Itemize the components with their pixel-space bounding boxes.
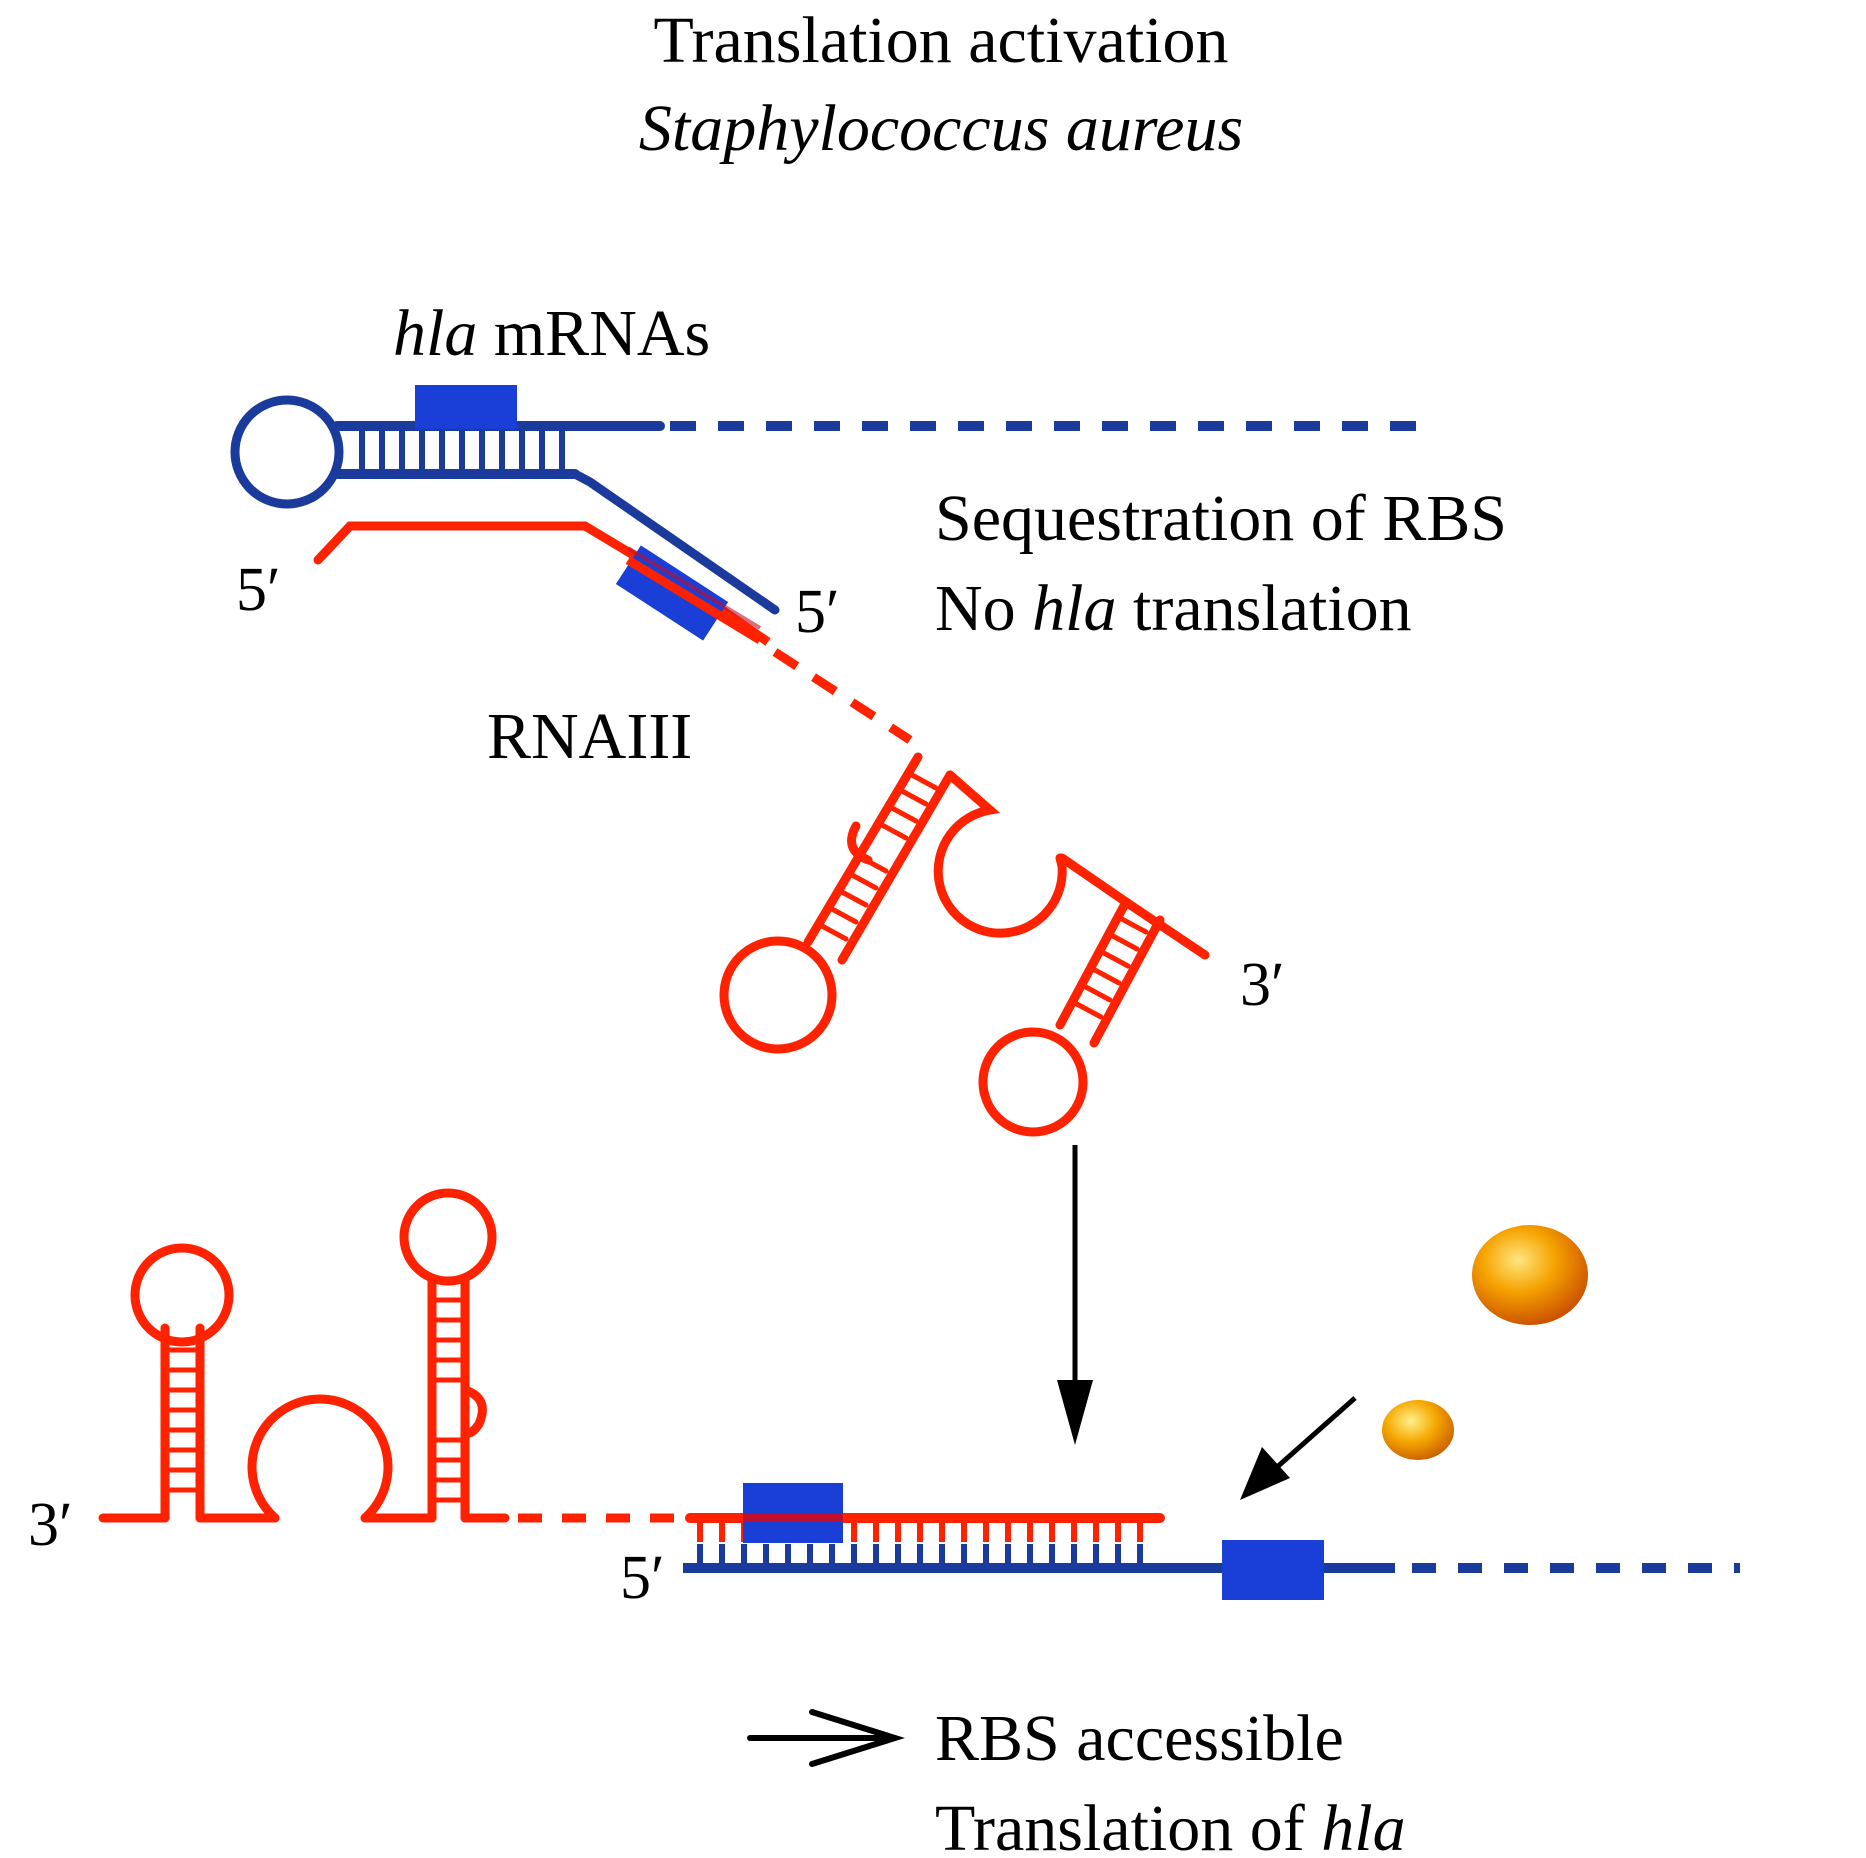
ribosome-large-subunit-icon: [1472, 1225, 1588, 1325]
top-outcome-line-1: Sequestration of RBS: [935, 482, 1507, 555]
bottom-rnaiii-bound-box: [743, 1483, 843, 1543]
bottom-mrna-5prime-label: 5′: [620, 1544, 665, 1612]
bottom-outcome-line-2: Translation of hla: [935, 1792, 1406, 1858]
mrna-rbs-box: [415, 385, 517, 429]
top-rnaiii-3prime-label: 3′: [1240, 951, 1285, 1019]
mrna-stem-basepairs: [359, 425, 565, 475]
organism-name: Staphylococcus aureus: [639, 92, 1243, 165]
top-outcome-line-2: No hla translation: [935, 572, 1412, 645]
mrna-hairpin-loop: [230, 395, 344, 509]
br-bulge: [460, 1385, 487, 1438]
rnaiii-dashed-linker-b: [772, 648, 913, 744]
bottom-internal-loop: [247, 1394, 393, 1523]
hp2-strand-left: [1055, 897, 1131, 1030]
hp2-arm: [1057, 853, 1131, 907]
hp1-strand-right: [837, 770, 955, 965]
bl-loop: [130, 1243, 234, 1347]
rnaiii-top-hairpin-2: [978, 853, 1210, 1137]
duplex-pairs-red: [697, 1522, 1143, 1542]
hp1-basepairs: [819, 772, 939, 942]
hp1-loop: [719, 936, 837, 1054]
rnaiii-top-hairpin-1: [719, 752, 955, 1054]
bottom-hairpin-right: [399, 1188, 497, 1523]
top-rnaiii-5prime-label: 5′: [236, 556, 281, 624]
rnaiii-label: RNAIII: [487, 700, 692, 773]
hp2-strand-right: [1089, 915, 1165, 1048]
bottom-outcome-line-1: RBS accessible: [935, 1702, 1344, 1775]
arrow-diagonal-icon: [1240, 1396, 1357, 1500]
duplex-pairs-blue: [697, 1544, 1143, 1564]
implies-arrow-icon: [747, 1709, 906, 1767]
br-basepairs: [431, 1297, 466, 1503]
mrna-5prime-tail: [570, 469, 780, 615]
rnaiii-over-box-strand: [625, 556, 763, 644]
bottom-rnaiii: [98, 1188, 1165, 1523]
rnaiii-top-internal-loop: [933, 770, 1067, 938]
bottom-hairpin-left: [130, 1243, 234, 1523]
br-loop: [399, 1188, 497, 1286]
ribosome-small-subunit-icon: [1382, 1400, 1454, 1460]
rnaiii-rbs-overlap: [615, 545, 763, 644]
top-hla-mrna: [230, 395, 1420, 615]
diagram-title: Translation activation: [654, 4, 1229, 77]
bottom-duplex-basepairs: [697, 1522, 1143, 1564]
arrow-down-icon: [1057, 1145, 1093, 1445]
hp2-3prime-tail: [1121, 897, 1210, 960]
hp1-strand-left: [803, 752, 923, 947]
bl-basepairs: [164, 1347, 201, 1493]
hla-mrna-label: hla mRNAs: [393, 297, 710, 370]
hp2-basepairs: [1072, 915, 1149, 1020]
bottom-mrna-rbs-box: [1222, 1540, 1324, 1600]
hp2-loop: [978, 1027, 1088, 1137]
bottom-rnaiii-3prime-label: 3′: [28, 1491, 73, 1559]
top-mrna-5prime-label: 5′: [795, 578, 840, 646]
duplex-shadow: [626, 546, 762, 630]
